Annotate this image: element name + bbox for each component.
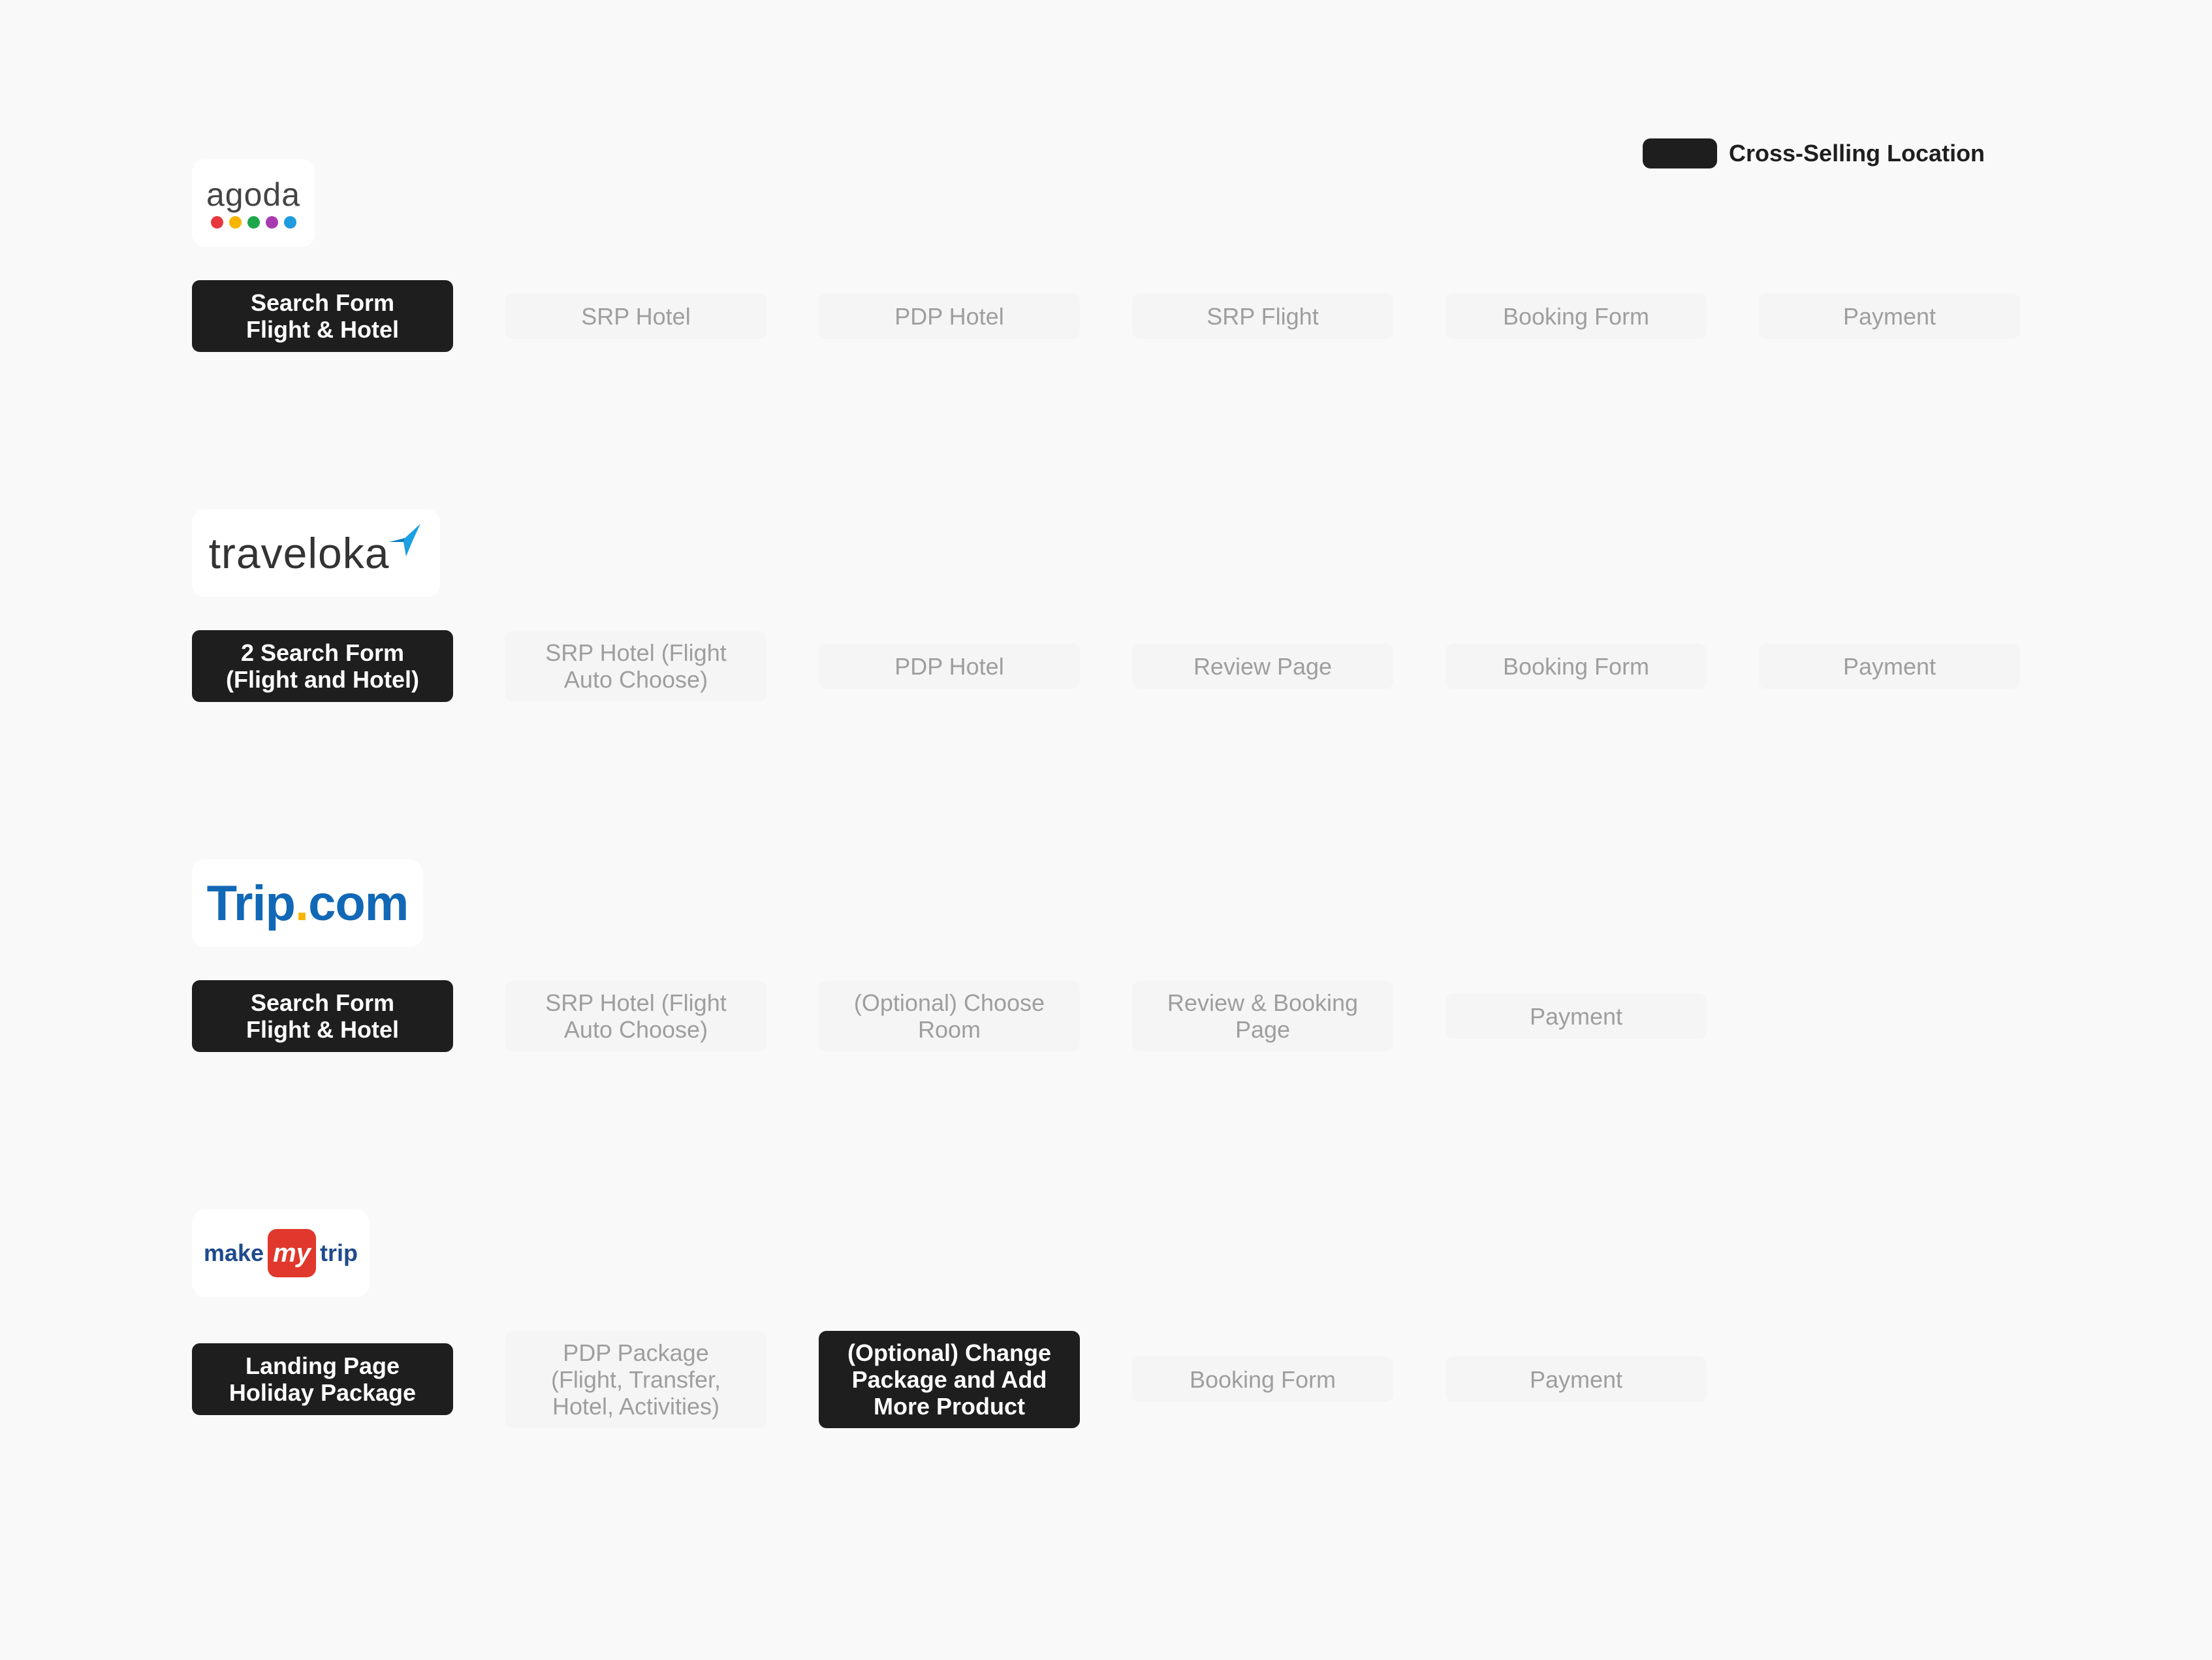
flow-step: SRP Flight — [1132, 293, 1393, 339]
traveloka-logo: traveloka — [192, 509, 440, 597]
traveloka-logo-text: traveloka — [208, 529, 390, 577]
agoda-dot — [229, 215, 242, 229]
flow-step: SRP Hotel (Flight Auto Choose) — [505, 981, 766, 1051]
agoda-dot — [247, 215, 260, 229]
flow-step: PDP Package (Flight, Transfer, Hotel, Ac… — [505, 1330, 766, 1428]
flow-step: Payment — [1446, 1356, 1707, 1402]
agoda-dot — [283, 215, 296, 229]
tripcom-logo: Trip.com — [192, 859, 423, 947]
legend-swatch — [1643, 138, 1717, 168]
flow-step: (Optional) Change Package and Add More P… — [819, 1330, 1080, 1428]
makemytrip-logo-wordmark: make my trip — [204, 1229, 358, 1277]
agoda-logo: agoda — [192, 159, 315, 247]
flow-step: Search Form Flight & Hotel — [192, 980, 453, 1052]
flow-step: Search Form Flight & Hotel — [192, 280, 453, 352]
flow-step: Booking Form — [1446, 293, 1707, 339]
flow-step: (Optional) Choose Room — [819, 981, 1080, 1051]
agoda-logo-dots — [210, 215, 296, 229]
flow-step: Review & Booking Page — [1132, 981, 1393, 1051]
flow-step: 2 Search Form (Flight and Hotel) — [192, 630, 453, 702]
makemytrip-logo: make my trip — [192, 1209, 370, 1297]
flow-step: PDP Hotel — [819, 643, 1080, 689]
agoda-logo-text: agoda — [206, 176, 301, 213]
tripcom-logo-text: Trip.com — [206, 875, 409, 931]
legend: Cross-Selling Location — [1643, 138, 1985, 168]
flow-step: Booking Form — [1132, 1356, 1393, 1402]
flow-step: Payment — [1759, 643, 2020, 689]
flow-step: Booking Form — [1446, 643, 1707, 689]
flow-step: Payment — [1759, 293, 2020, 339]
bird-icon — [389, 524, 421, 556]
flow-step: Review Page — [1132, 643, 1393, 689]
flow-step: SRP Hotel — [505, 293, 766, 339]
agoda-dot — [210, 215, 223, 229]
flow-step: Payment — [1446, 993, 1707, 1039]
flow-step: PDP Hotel — [819, 293, 1080, 339]
agoda-dot — [265, 215, 278, 229]
flow-step: SRP Hotel (Flight Auto Choose) — [505, 631, 766, 701]
legend-label: Cross-Selling Location — [1729, 140, 1985, 167]
flow-step: Landing Page Holiday Package — [192, 1343, 453, 1415]
